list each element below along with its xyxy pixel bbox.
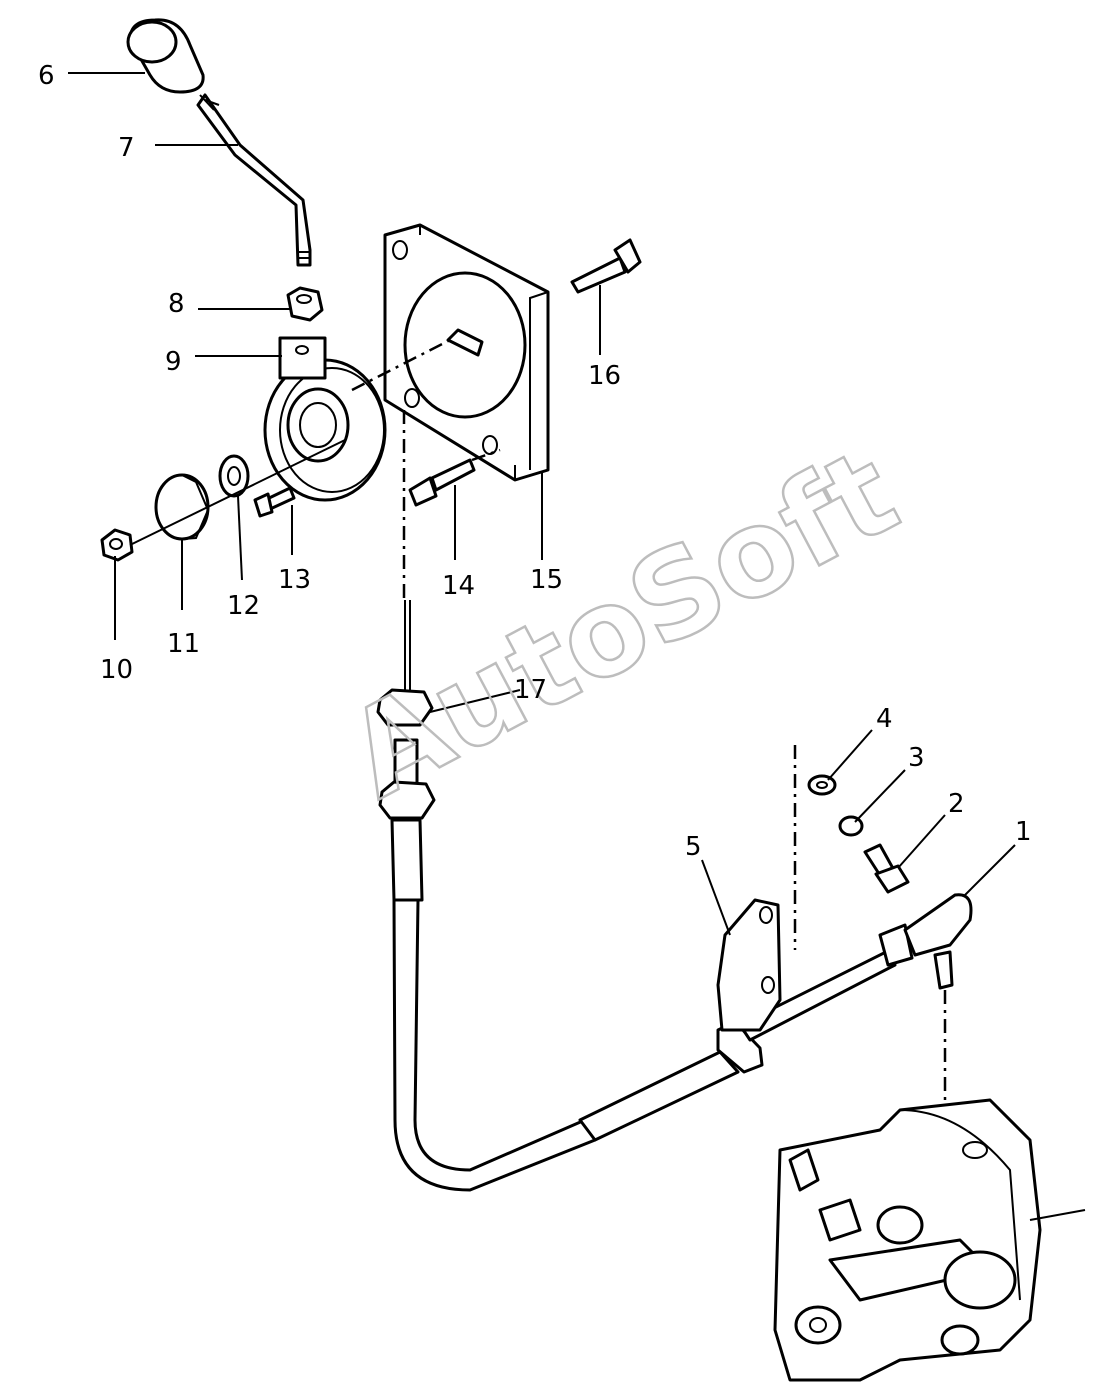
callout-6: 6 <box>38 61 55 91</box>
callout-9: 9 <box>165 347 182 377</box>
mounting-plate <box>383 223 550 482</box>
control-cable <box>376 600 973 1192</box>
callout-1: 1 <box>1015 817 1032 847</box>
lever-nut <box>286 286 324 322</box>
leader-lines <box>68 72 1086 1221</box>
shift-knob <box>126 18 205 94</box>
shift-lever-rod <box>196 93 312 267</box>
callout-12: 12 <box>227 591 260 621</box>
callout-4: 4 <box>876 704 893 734</box>
callout-15: 15 <box>530 565 563 595</box>
callout-10: 10 <box>100 655 133 685</box>
callout-14: 14 <box>442 571 475 601</box>
plate-bolt <box>570 238 642 294</box>
callout-8: 8 <box>168 289 185 319</box>
callout-3: 3 <box>908 743 925 773</box>
watermark-text: AutoSoft <box>326 423 918 826</box>
callout-2: 2 <box>948 789 965 819</box>
callout-labels: 1 2 3 4 5 6 7 8 9 10 11 12 13 14 15 16 1… <box>38 61 1032 862</box>
end-nut <box>100 528 134 562</box>
callout-13: 13 <box>278 565 311 595</box>
callout-17: 17 <box>514 675 547 705</box>
lock-washer <box>838 815 864 837</box>
callout-11: 11 <box>167 629 200 659</box>
housing-bolt <box>253 486 296 518</box>
plate-screw <box>408 458 476 507</box>
assembly-axis-lines <box>129 338 501 600</box>
cable-bracket <box>716 898 782 1032</box>
bracket-bolt <box>863 843 910 894</box>
lever-housing <box>263 336 387 502</box>
gearbox-housing <box>773 1098 1042 1382</box>
callout-5: 5 <box>685 832 702 862</box>
flat-washer <box>807 774 837 796</box>
callout-16: 16 <box>588 361 621 391</box>
callout-7: 7 <box>118 133 135 163</box>
washer <box>218 454 250 498</box>
